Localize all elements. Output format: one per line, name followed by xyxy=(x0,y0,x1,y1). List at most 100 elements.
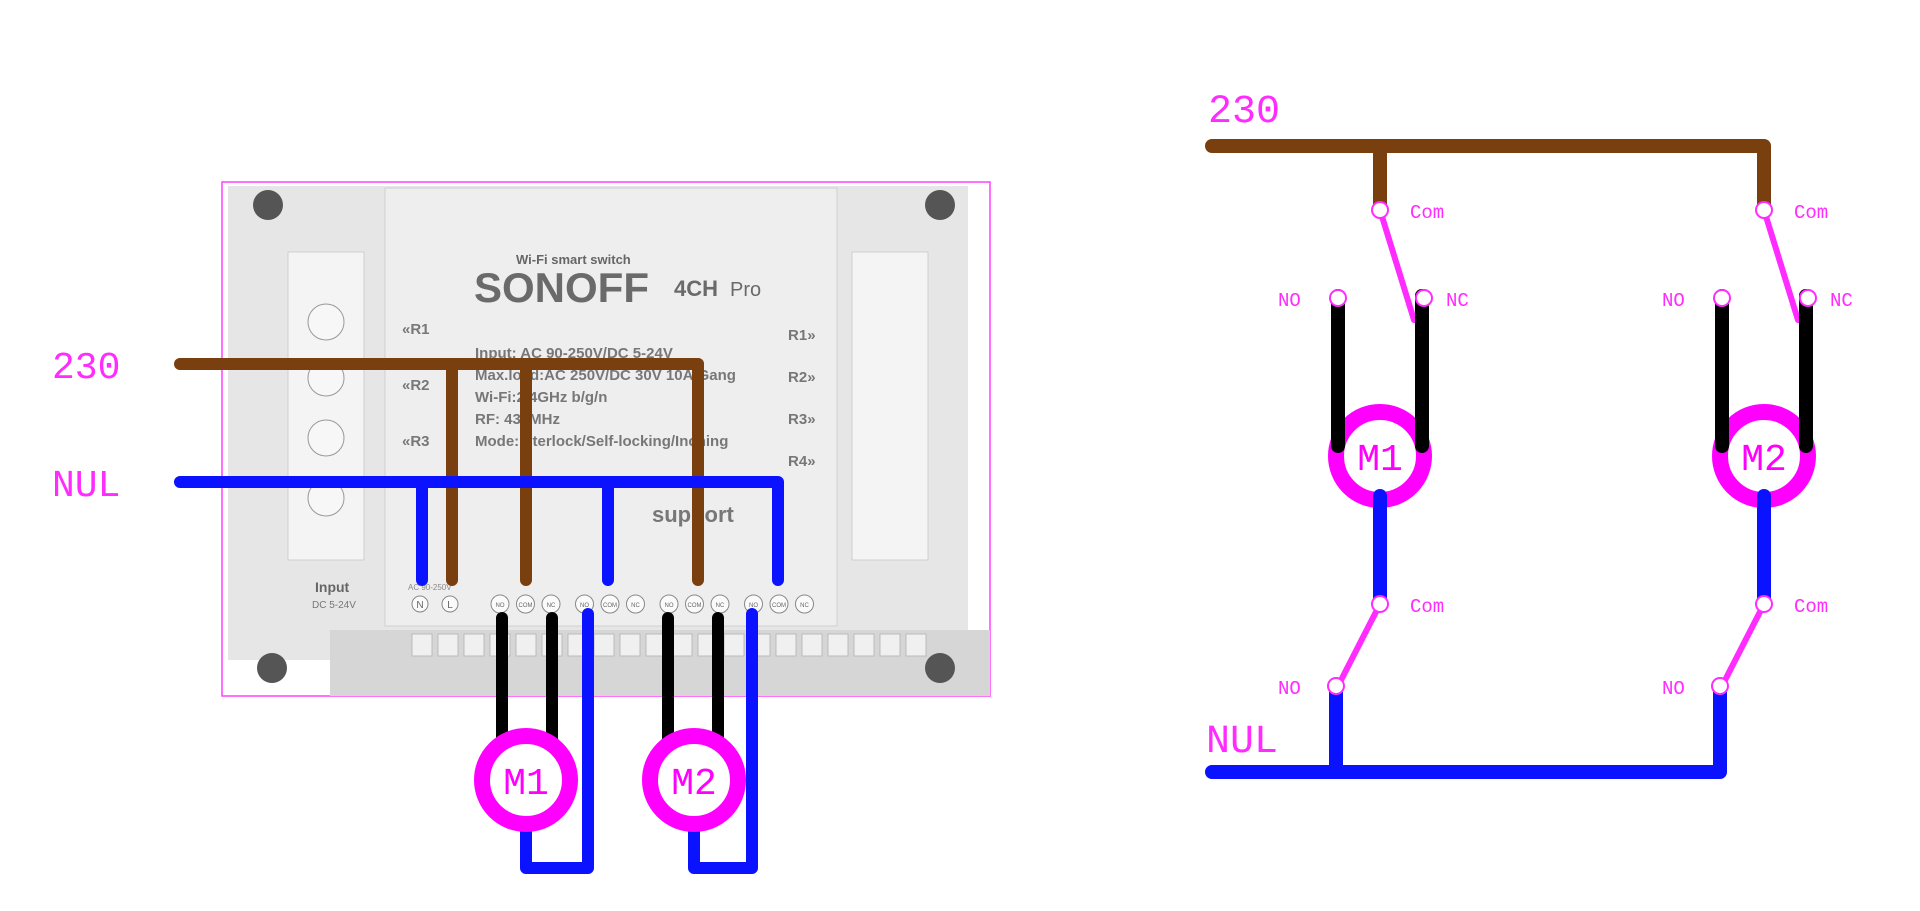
right-label-230: 230 xyxy=(1208,90,1280,135)
relay-terminal-label: COM xyxy=(772,603,786,609)
relay-terminal xyxy=(600,594,620,614)
sonoff-device: Wi-Fi smart switch SONOFF 4CH Pro Input:… xyxy=(221,181,991,697)
relay-terminal xyxy=(626,594,645,614)
right-switch-arms xyxy=(1333,207,1801,693)
motor-m1-label: M1 xyxy=(503,763,549,806)
relay1-com-contact xyxy=(1371,201,1389,219)
terminal-block xyxy=(593,633,615,657)
relay-left-r1: «R1 xyxy=(402,321,430,338)
relay-terminal xyxy=(769,594,789,614)
relay-right-r1: R1» xyxy=(788,327,816,344)
right-motor-m2: M2 xyxy=(1712,289,1816,508)
right-neutral-wires xyxy=(1205,489,1771,779)
left-label-nul: NUL xyxy=(52,465,120,508)
relay2-nc-label: NC xyxy=(1830,290,1853,312)
terminal-n-label: N xyxy=(416,600,423,611)
relay-terminal xyxy=(516,594,535,614)
relay1-nc-label: NC xyxy=(1446,290,1469,312)
motor-m1-ring xyxy=(474,728,578,832)
relay2-arm xyxy=(1761,207,1801,323)
motor-m2-ring xyxy=(642,728,746,832)
switch2-arm xyxy=(1717,601,1767,693)
model-suffix-text: Pro xyxy=(730,279,761,301)
switch1-arm xyxy=(1333,601,1383,693)
input-label: Input xyxy=(315,579,350,595)
relay-terminal xyxy=(795,594,814,614)
switch2-no-label: NO xyxy=(1662,678,1685,700)
terminal-block xyxy=(411,633,433,657)
relay-terminal-label: NO xyxy=(580,603,589,609)
relay-terminal-label: NO xyxy=(749,603,758,609)
terminal-block xyxy=(905,633,927,657)
relay2-no-contact xyxy=(1713,289,1731,307)
relay2-com-contact xyxy=(1755,201,1773,219)
right-live-wires xyxy=(1205,139,1771,217)
relay-terminal-label: COM xyxy=(519,603,533,609)
left-label-230: 230 xyxy=(52,347,120,390)
relay2-nc-contact xyxy=(1799,289,1817,307)
terminal-block xyxy=(515,633,537,657)
right-side-panel xyxy=(851,251,929,561)
terminal-l xyxy=(441,595,459,613)
relay1-arm xyxy=(1377,207,1417,323)
terminal-block xyxy=(463,633,485,657)
switch1-no-contact xyxy=(1327,677,1345,695)
terminal-block xyxy=(619,633,641,657)
neutral-return-m2 xyxy=(688,608,758,874)
terminal-block xyxy=(723,633,745,657)
relay-terminal-label: NO xyxy=(496,603,505,609)
relay2-no-label: NO xyxy=(1662,290,1685,312)
neutral-bus-right xyxy=(1205,681,1727,779)
terminal-block xyxy=(437,633,459,657)
right-contacts xyxy=(1327,201,1817,695)
relay2-com-label: Com xyxy=(1794,202,1828,224)
neutral-bus-left xyxy=(174,476,784,586)
input-sub-label: DC 5-24V xyxy=(312,600,356,611)
left-live-wires xyxy=(174,358,704,586)
relay1-com-label: Com xyxy=(1410,202,1444,224)
terminal-block xyxy=(775,633,797,657)
relay1-no-label: NO xyxy=(1278,290,1301,312)
relay-right-r3: R3» xyxy=(788,411,816,428)
relay-terminal xyxy=(685,594,704,614)
live-bus-right xyxy=(1205,139,1771,217)
relay-terminal-label: NO xyxy=(665,603,674,609)
relay-terminal-label: NC xyxy=(800,603,809,609)
motor-m2-label: M2 xyxy=(671,763,717,806)
switch2-com-contact xyxy=(1755,595,1773,613)
left-black-wires xyxy=(496,612,724,748)
spec-line-3: Wi-Fi:2.4GHz b/g/n xyxy=(475,389,607,406)
relay-terminal-label: NC xyxy=(631,603,640,609)
left-motor-m1: M1 xyxy=(474,728,578,832)
terminal-block xyxy=(671,633,693,657)
left-neutral-wires xyxy=(174,476,784,874)
switch2-no-contact xyxy=(1711,677,1729,695)
relay-terminal-label: COM xyxy=(603,603,617,609)
screw-hole xyxy=(925,190,955,220)
relay-terminal-label: COM xyxy=(688,603,702,609)
relay1-no-contact xyxy=(1329,289,1347,307)
screw-hole xyxy=(925,653,955,683)
relay-terminal-label: NC xyxy=(547,603,556,609)
switch1-com-contact xyxy=(1371,595,1389,613)
relay-left-r2: «R2 xyxy=(402,377,430,394)
right-motor-m1: M1 xyxy=(1328,289,1432,508)
terminal-block xyxy=(801,633,823,657)
model-text: 4CH xyxy=(674,276,718,301)
right-label-nul: NUL xyxy=(1206,720,1278,765)
switch1-com-label: Com xyxy=(1410,596,1444,618)
terminal-block xyxy=(853,633,875,657)
relay-terminal-label: NC xyxy=(716,603,725,609)
relay1-nc-contact xyxy=(1415,289,1433,307)
spec-line-4: RF: 433MHz xyxy=(475,411,560,428)
switch1-no-label: NO xyxy=(1278,678,1301,700)
neutral-return-m1 xyxy=(520,608,594,874)
motor-m1-label: M1 xyxy=(1357,439,1403,482)
right-contact-labels: Com Com NO NC NO NC Com Com NO NO xyxy=(1278,202,1853,700)
spec-line-2: Max.load:AC 250V/DC 30V 10A/Gang xyxy=(475,367,736,384)
left-motor-m2: M2 xyxy=(642,728,746,832)
brand-small-text: Wi-Fi smart switch xyxy=(516,252,631,267)
switch2-com-label: Com xyxy=(1794,596,1828,618)
relay-left-r3: «R3 xyxy=(402,433,430,450)
